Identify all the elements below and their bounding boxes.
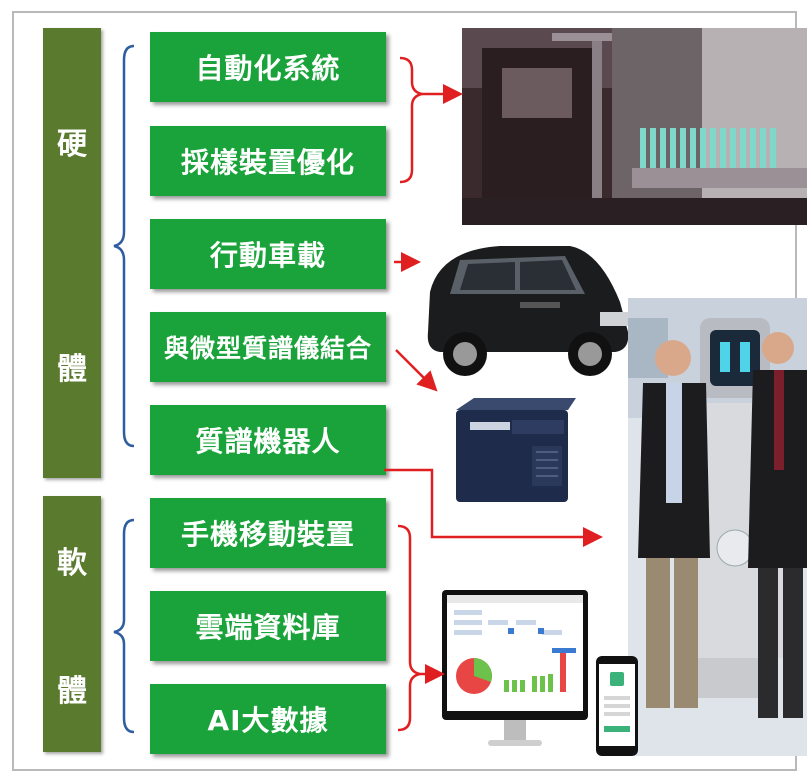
software-char-2: 體	[57, 674, 87, 709]
factory-photo	[462, 28, 807, 225]
item-mobile-vehicle: 行動車載	[150, 219, 386, 289]
item-micro-mass-spec: 與微型質譜儀結合	[150, 312, 386, 382]
hardware-category-box: 硬 體	[43, 28, 101, 478]
arrow-to-robot	[384, 468, 603, 547]
monitor-photo	[442, 590, 588, 758]
hardware-char-2: 體	[57, 351, 87, 387]
item-mass-spec-robot: 質譜機器人	[150, 405, 386, 475]
item-ai-big-data: AI大數據	[150, 684, 386, 754]
item-cloud-database: 雲端資料庫	[150, 591, 386, 661]
hardware-char-1: 硬	[57, 126, 87, 162]
device-photo	[452, 396, 576, 508]
hardware-bracket	[113, 44, 135, 448]
software-char-1: 軟	[57, 546, 87, 581]
automation-bracket	[399, 56, 423, 184]
item-sampling-device: 採樣裝置優化	[150, 126, 386, 196]
arrow-to-device	[395, 349, 438, 392]
item-mobile-device: 手機移動裝置	[150, 498, 386, 568]
phone-photo	[596, 656, 638, 756]
software-bracket	[113, 518, 135, 734]
software-red-bracket	[397, 524, 421, 732]
item-automation-system: 自動化系統	[150, 32, 386, 102]
vehicle-photo	[420, 232, 632, 390]
robot-photo	[628, 298, 807, 756]
software-category-box: 軟 體	[43, 496, 101, 752]
